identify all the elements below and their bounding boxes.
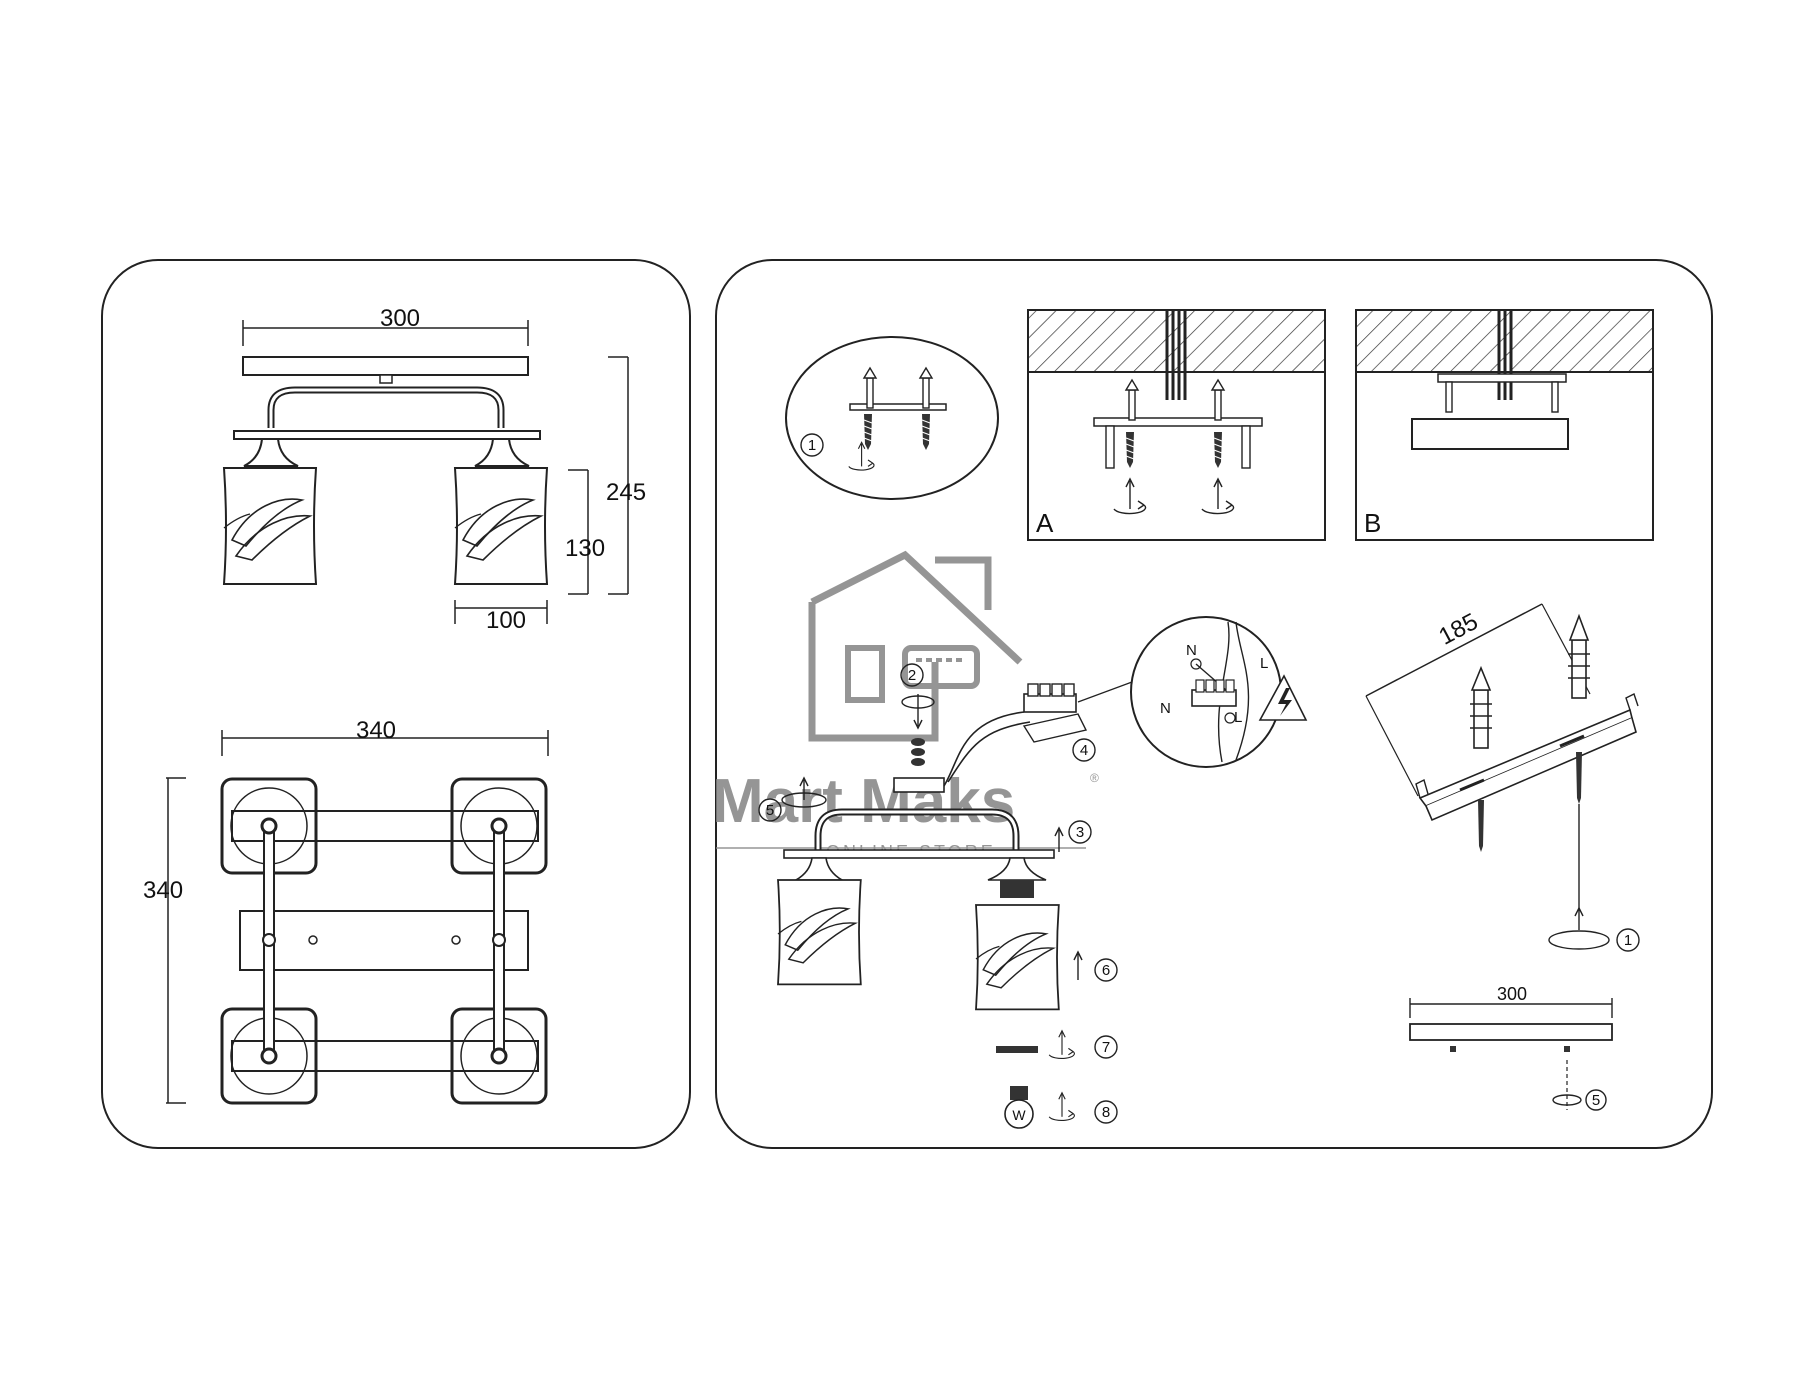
step8-number: 8 — [1102, 1104, 1110, 1121]
step1-hardware-oval: 1 — [785, 336, 999, 500]
watermark-mark: ® — [1090, 771, 1099, 785]
step2-number: 2 — [908, 667, 916, 684]
right-panel-frame — [715, 259, 1713, 1149]
bracket-detail: 185 1 — [1365, 603, 1640, 952]
top-depth-dim: 340 — [143, 877, 183, 904]
wire-l-top: L — [1260, 655, 1268, 672]
electric-hazard-icon — [1258, 674, 1308, 721]
house-logo-icon — [808, 550, 1023, 742]
bulb-icon: W — [1004, 1086, 1034, 1129]
wiring-detail: N L N L — [1130, 616, 1308, 768]
mount-b-label: B — [1364, 508, 1381, 538]
plate-width-dim: 300 — [1497, 984, 1527, 1004]
step7-number: 7 — [1102, 1039, 1110, 1056]
side-width-dim: 300 — [380, 305, 420, 332]
side-view-drawing: 300 245 130 100 — [223, 305, 646, 634]
assembly-drawing: 2 4 5 3 — [758, 663, 1133, 1129]
step6-number: 6 — [1102, 962, 1110, 979]
bracket-length-dim: 185 — [1434, 608, 1482, 651]
shade-width-dim: 100 — [486, 607, 526, 634]
mount-option-b: B — [1355, 309, 1654, 541]
shade-height-dim: 130 — [565, 535, 605, 562]
left-panel-frame — [101, 259, 691, 1149]
step3-number: 3 — [1076, 824, 1084, 841]
top-width-dim: 340 — [356, 717, 396, 744]
step4-number: 4 — [1080, 742, 1088, 759]
top-view-drawing: 340 340 — [143, 717, 549, 1105]
mount-a-label: A — [1036, 508, 1054, 538]
wire-n-bottom: N — [1160, 700, 1171, 717]
wire-l-bottom: L — [1234, 709, 1242, 726]
wire-n-top: N — [1186, 642, 1197, 659]
plate-detail: 300 5 — [1409, 984, 1613, 1111]
bulb-letter: W — [1012, 1107, 1026, 1123]
plate-step5-number: 5 — [1592, 1092, 1600, 1109]
mount-option-a: A — [1027, 309, 1326, 541]
side-height-dim: 245 — [606, 479, 646, 506]
step5-number: 5 — [766, 802, 774, 819]
bracket-step1-number: 1 — [1624, 932, 1632, 949]
watermark-brand: Mart Maks — [712, 767, 1015, 836]
step1-number: 1 — [808, 437, 816, 454]
